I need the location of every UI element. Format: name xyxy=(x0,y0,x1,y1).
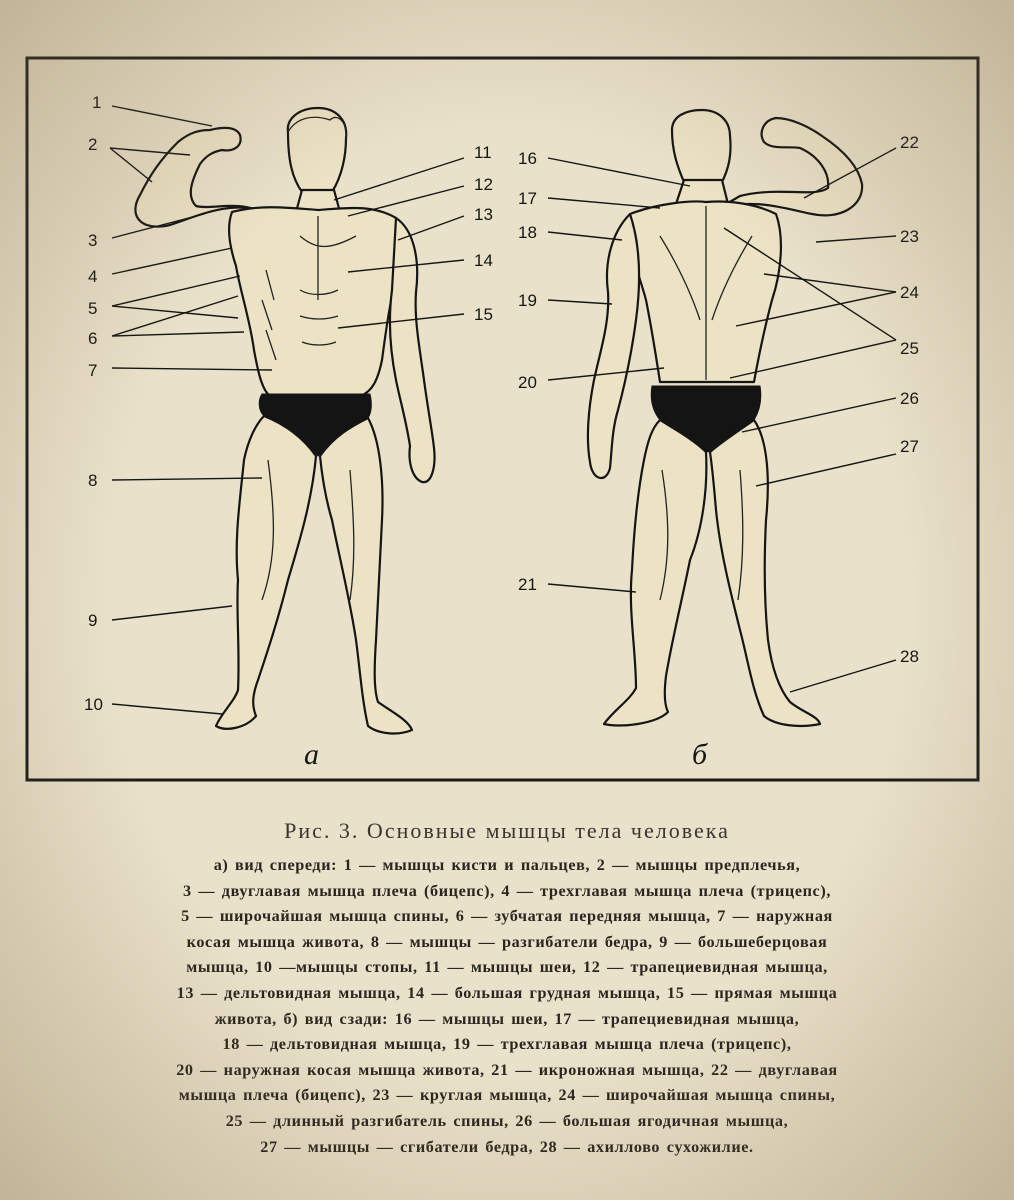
label-1: 1 xyxy=(92,93,101,112)
label-22: 22 xyxy=(900,133,919,152)
legend-line: живота, б) вид сзади: 16 — мышцы шеи, 17… xyxy=(214,1009,800,1028)
label-28: 28 xyxy=(900,647,919,666)
label-13: 13 xyxy=(474,205,493,224)
label-26: 26 xyxy=(900,389,919,408)
label-7: 7 xyxy=(88,361,97,380)
legend-line: 27 — мышцы — сгибатели бедра, 28 — ахилл… xyxy=(260,1137,754,1156)
legend-line: 13 — дельтовидная мышца, 14 — большая гр… xyxy=(176,983,838,1002)
label-2: 2 xyxy=(88,135,97,154)
label-11: 11 xyxy=(474,143,492,162)
label-8: 8 xyxy=(88,471,97,490)
label-20: 20 xyxy=(518,373,537,392)
legend-line: 5 — широчайшая мышца спины, 6 — зубчатая… xyxy=(181,907,833,926)
label-4: 4 xyxy=(88,267,97,286)
label-24: 24 xyxy=(900,283,919,302)
label-6: 6 xyxy=(88,329,97,348)
label-9: 9 xyxy=(88,611,97,630)
label-25: 25 xyxy=(900,339,919,358)
label-3: 3 xyxy=(88,231,97,250)
legend-line: 25 — длинный разгибатель спины, 26 — бол… xyxy=(225,1111,789,1130)
front-body xyxy=(134,106,436,735)
label-23: 23 xyxy=(900,227,919,246)
label-12: 12 xyxy=(474,175,493,194)
caption-title: Рис. 3. Основные мышцы тела человека xyxy=(284,818,730,843)
label-17: 17 xyxy=(518,189,537,208)
label-18: 18 xyxy=(518,223,537,242)
legend-line: 18 — дельтовидная мышца, 19 — трехглавая… xyxy=(222,1035,792,1054)
label-10: 10 xyxy=(84,695,103,714)
subfigure-b-label: б xyxy=(692,738,708,771)
back-number-labels: 16 17 18 19 20 21 22 23 24 25 26 27 28 xyxy=(518,133,919,666)
label-14: 14 xyxy=(474,251,493,270)
label-27: 27 xyxy=(900,437,919,456)
legend-line: а) вид спереди: 1 — мышцы кисти и пальце… xyxy=(213,856,801,874)
label-16: 16 xyxy=(518,149,537,168)
legend-line: мышца плеча (бицепс), 23 — круглая мышца… xyxy=(178,1086,836,1105)
back-body xyxy=(586,108,864,727)
legend-line: косая мышца живота, 8 — мышцы — разгибат… xyxy=(186,932,828,951)
label-21: 21 xyxy=(518,575,537,594)
front-number-labels: 1 2 3 4 5 6 7 8 9 10 11 12 13 14 15 xyxy=(84,93,493,714)
legend-line: мышца, 10 —мышцы стопы, 11 — мышцы шеи, … xyxy=(186,958,828,977)
muscle-figure: 1 2 3 4 5 6 7 8 9 10 11 12 13 14 15 16 1… xyxy=(25,56,980,782)
label-5: 5 xyxy=(88,299,97,318)
label-15: 15 xyxy=(474,305,493,324)
caption-legend: а) вид спереди: 1 — мышцы кисти и пальце… xyxy=(36,853,978,1160)
back-leader-lines xyxy=(547,147,897,693)
figure-frame xyxy=(25,56,980,782)
subfigure-a-label: а xyxy=(304,738,319,771)
legend-line: 3 — двуглавая мышца плеча (бицепс), 4 — … xyxy=(183,881,831,900)
label-19: 19 xyxy=(518,291,537,310)
front-leader-lines xyxy=(109,105,465,715)
legend-line: 20 — наружная косая мышца живота, 21 — и… xyxy=(176,1060,838,1079)
